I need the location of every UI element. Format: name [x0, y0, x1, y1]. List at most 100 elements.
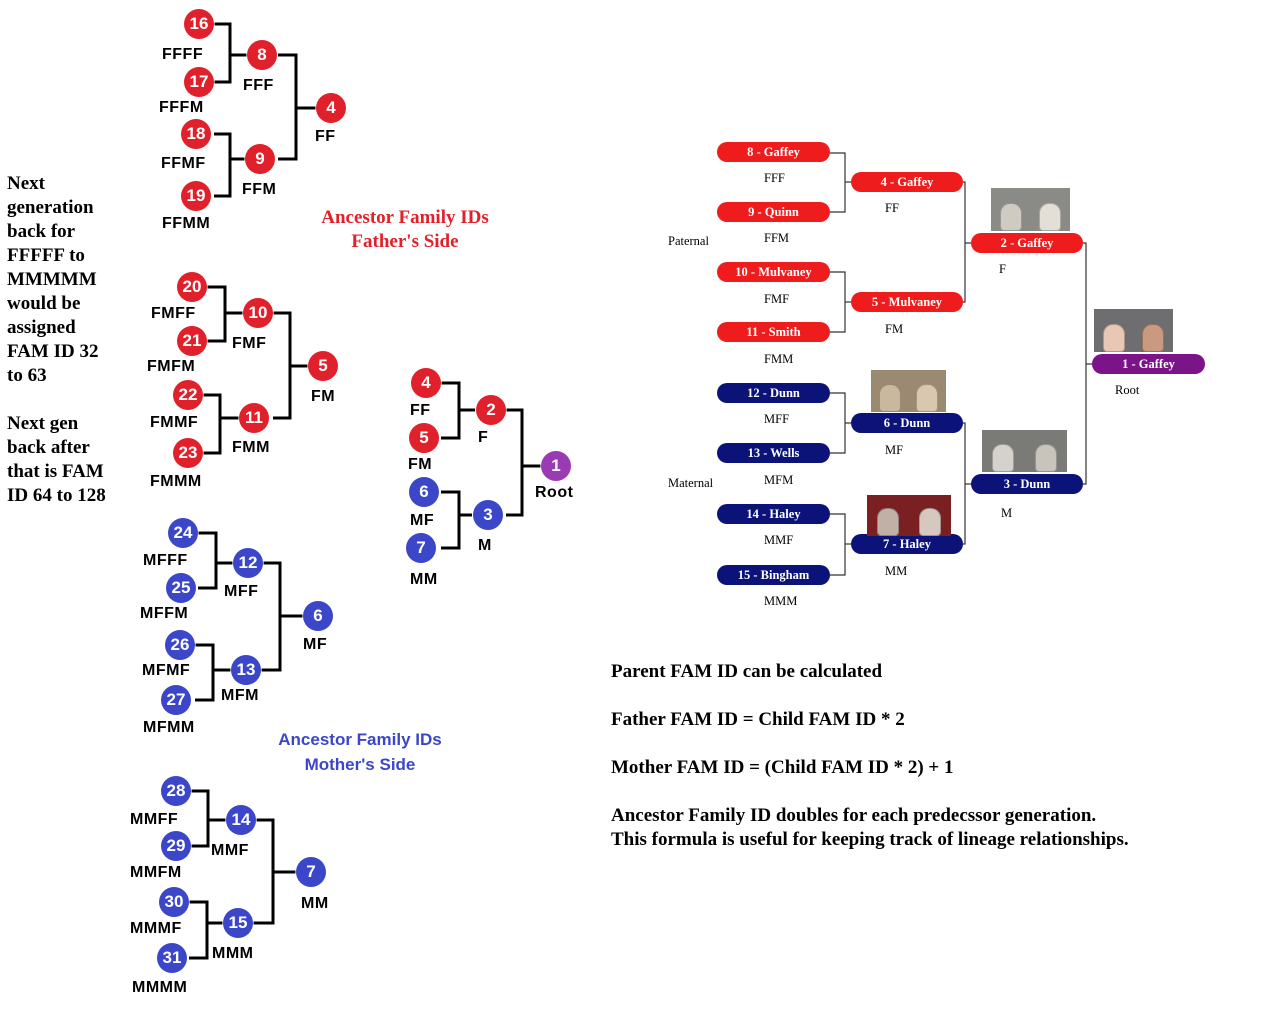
person-9-quinn[interactable]: 9 - Quinn: [717, 202, 830, 222]
code-mmff: MMFF: [130, 811, 179, 828]
code-mfff: MFFF: [143, 552, 188, 569]
code-fmff: FMFF: [151, 305, 196, 322]
code-mffm: MFFM: [140, 605, 189, 622]
fathers-side-caption-line2: Father's Side: [351, 231, 459, 252]
node-9: 9: [245, 144, 275, 174]
mothers-side-caption-line2: Mother's Side: [304, 755, 416, 774]
node-15: 15: [223, 908, 253, 938]
formula-explanation-line1: Ancestor Family ID doubles for each pred…: [611, 805, 1097, 826]
node-7: 7: [296, 857, 326, 887]
photo-gaffey-couple: [991, 188, 1070, 231]
formula-section: Parent FAM ID can be calculated Father F…: [611, 660, 1251, 852]
person-10-mulvaney[interactable]: 10 - Mulvaney: [717, 262, 830, 282]
code-ffmf: FFMF: [161, 155, 206, 172]
node-18: 18: [181, 119, 211, 149]
center-code-ff: FF: [410, 402, 431, 419]
photo-dunn-parents: [982, 430, 1067, 472]
node-6: 6: [303, 601, 333, 631]
person-12-code: MFF: [764, 412, 790, 426]
code-fffm: FFFM: [159, 99, 204, 116]
person-4-code: FF: [885, 201, 899, 215]
node-24: 24: [168, 518, 198, 548]
mother-formula: Mother FAM ID = (Child FAM ID * 2) + 1: [611, 757, 954, 778]
person-15-code: MMM: [764, 594, 798, 608]
formula-explanation-line2: This formula is useful for keeping track…: [611, 829, 1129, 850]
code-mmm: MMM: [212, 945, 254, 962]
person-2-code: F: [999, 262, 1006, 276]
node-19: 19: [181, 181, 211, 211]
person-12-dunn[interactable]: 12 - Dunn: [717, 383, 830, 403]
code-mf: MF: [303, 636, 328, 653]
person-3-dunn[interactable]: 3 - Dunn: [971, 474, 1083, 494]
person-11-smith[interactable]: 11 - Smith: [717, 322, 830, 342]
person-13-wells[interactable]: 13 - Wells: [717, 443, 830, 463]
node-20: 20: [177, 272, 207, 302]
node-4: 4: [316, 93, 346, 123]
formula-explanation: Ancestor Family ID doubles for each pred…: [611, 804, 1251, 852]
node-8: 8: [247, 40, 277, 70]
node-10: 10: [243, 298, 273, 328]
person-5-mulvaney[interactable]: 5 - Mulvaney: [851, 292, 963, 312]
code-ffff: FFFF: [162, 46, 204, 63]
center-node-2: 2: [476, 395, 506, 425]
person-8-gaffey[interactable]: 8 - Gaffey: [717, 142, 830, 162]
code-mmmf: MMMF: [130, 920, 182, 937]
center-node-1: 1: [541, 451, 571, 481]
node-28: 28: [161, 776, 191, 806]
node-11: 11: [239, 403, 269, 433]
center-code-fm: FM: [408, 456, 433, 473]
code-fmfm: FMFM: [147, 358, 196, 375]
person-1-code: Root: [1115, 383, 1140, 397]
node-22: 22: [173, 380, 203, 410]
code-mmf: MMF: [211, 842, 249, 859]
node-16: 16: [184, 9, 214, 39]
person-2-gaffey[interactable]: 2 - Gaffey: [971, 233, 1083, 253]
center-node-7: 7: [406, 533, 436, 563]
person-15-bingham[interactable]: 15 - Bingham: [717, 565, 830, 585]
center-node-4: 4: [411, 368, 441, 398]
node-23: 23: [173, 438, 203, 468]
person-1-gaffey[interactable]: 1 - Gaffey: [1092, 354, 1205, 374]
photo-haley-couple: [867, 495, 951, 536]
node-21: 21: [177, 326, 207, 356]
center-code-mf: MF: [410, 512, 435, 529]
paternal-label: Paternal: [668, 234, 709, 248]
code-mmmm: MMMM: [132, 979, 188, 996]
person-5-code: FM: [885, 322, 904, 336]
father-formula: Father FAM ID = Child FAM ID * 2: [611, 709, 905, 730]
node-25: 25: [166, 573, 196, 603]
mothers-side-caption: Ancestor Family IDs Mother's Side: [260, 727, 460, 777]
person-4-gaffey[interactable]: 4 - Gaffey: [851, 172, 963, 192]
code-mfmm: MFMM: [143, 719, 195, 736]
node-31: 31: [157, 943, 187, 973]
maternal-label: Maternal: [668, 476, 714, 490]
person-6-code: MF: [885, 443, 904, 457]
mothers-side-caption-line1: Ancestor Family IDs: [278, 730, 442, 749]
person-8-code: FFF: [764, 171, 785, 185]
code-mff: MFF: [224, 583, 259, 600]
code-fmm: FMM: [232, 439, 270, 456]
node-13: 13: [231, 655, 261, 685]
person-6-dunn[interactable]: 6 - Dunn: [851, 413, 963, 433]
center-code-root: Root: [535, 484, 574, 501]
code-mmfm: MMFM: [130, 864, 182, 881]
person-7-code: MM: [885, 564, 908, 578]
fathers-side-caption: Ancestor Family IDs Father's Side: [300, 206, 510, 254]
person-11-code: FMM: [764, 352, 794, 366]
generation-note-64-128: Next gen back after that is FAM ID 64 to…: [7, 413, 106, 506]
node-5: 5: [308, 351, 338, 381]
node-26: 26: [165, 630, 195, 660]
center-code-mm: MM: [410, 571, 438, 588]
person-13-code: MFM: [764, 473, 794, 487]
person-14-haley[interactable]: 14 - Haley: [717, 504, 830, 524]
person-7-haley[interactable]: 7 - Haley: [851, 534, 963, 554]
person-3-code: M: [1001, 506, 1013, 520]
fathers-side-caption-line1: Ancestor Family IDs: [321, 207, 489, 228]
node-27: 27: [161, 685, 191, 715]
code-fff: FFF: [243, 77, 274, 94]
code-ffmm: FFMM: [162, 215, 211, 232]
generation-note-32-63: Next generation back for FFFFF to MMMMM …: [7, 173, 99, 386]
code-fmf: FMF: [232, 335, 267, 352]
code-ff: FF: [315, 128, 336, 145]
